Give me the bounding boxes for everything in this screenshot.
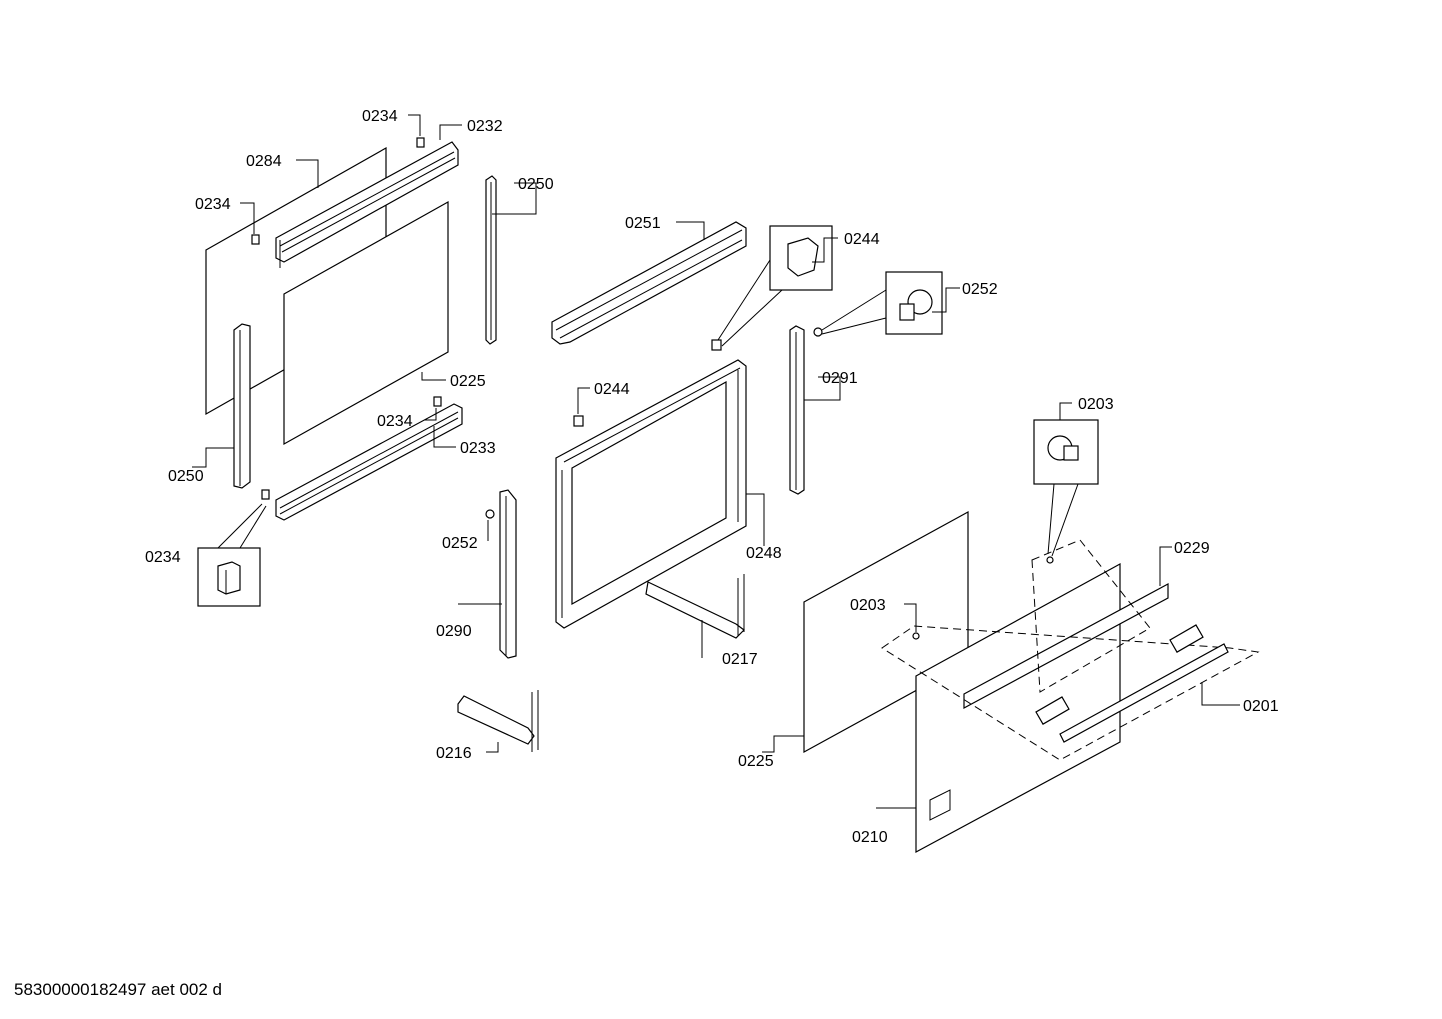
part-0291-side-strip — [789, 325, 805, 495]
label-0290: 0290 — [436, 623, 472, 640]
label-0244: 0244 — [844, 231, 880, 248]
label-0244: 0244 — [594, 381, 630, 398]
part-0201-assembly-outline — [881, 539, 1260, 761]
label-0233: 0233 — [460, 440, 496, 457]
label-0234: 0234 — [377, 413, 413, 430]
part-0225-inner-glass — [283, 200, 449, 446]
detail-box-0203 — [912, 419, 1099, 640]
label-0232: 0232 — [467, 118, 503, 135]
part-0210-door-panel — [915, 562, 1121, 854]
label-0201: 0201 — [1243, 698, 1279, 715]
part-0290-side-strip — [499, 489, 517, 659]
label-0229: 0229 — [1174, 540, 1210, 557]
label-0234: 0234 — [362, 108, 398, 125]
part-0250-side-strip-right — [485, 175, 497, 345]
part-0233-bottom-trim — [275, 403, 463, 521]
label-0225: 0225 — [450, 373, 486, 390]
label-0217: 0217 — [722, 651, 758, 668]
detail-box-0234 — [197, 503, 267, 607]
label-0203: 0203 — [850, 597, 886, 614]
label-0234: 0234 — [145, 549, 181, 566]
part-0250-side-strip-left — [233, 323, 251, 489]
part-0217-hinge-bracket — [645, 574, 745, 639]
leader-lines — [192, 114, 1240, 809]
part-0251-top-frame-bar — [551, 221, 747, 345]
detail-box-0252 — [821, 271, 943, 335]
label-0291: 0291 — [822, 370, 858, 387]
label-0210: 0210 — [852, 829, 888, 846]
label-0252: 0252 — [442, 535, 478, 552]
label-0250: 0250 — [518, 176, 554, 193]
label-0251: 0251 — [625, 215, 661, 232]
label-0284: 0284 — [246, 153, 282, 170]
part-0232-top-trim — [275, 141, 459, 268]
part-0248-door-frame — [555, 359, 747, 629]
label-0248: 0248 — [746, 545, 782, 562]
label-0250: 0250 — [168, 468, 204, 485]
part-0229-top-strip — [963, 582, 1169, 710]
label-0252: 0252 — [962, 281, 998, 298]
clip-0234-small-parts — [251, 137, 442, 500]
detail-box-0244 — [717, 225, 833, 347]
clip-0244-small-parts — [485, 327, 823, 519]
label-0203: 0203 — [1078, 396, 1114, 413]
label-0216: 0216 — [436, 745, 472, 762]
label-0234: 0234 — [195, 196, 231, 213]
label-0225: 0225 — [738, 753, 774, 770]
document-id: 58300000182497 aet 002 d — [14, 980, 222, 999]
part-0216-hinge — [457, 690, 539, 752]
